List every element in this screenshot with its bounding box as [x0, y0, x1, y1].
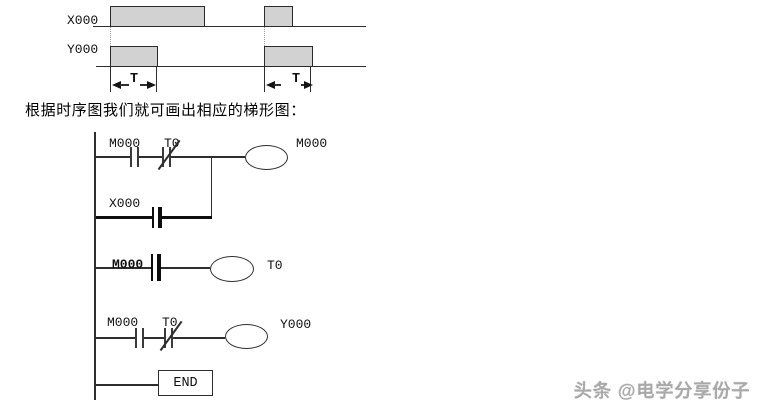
- t2-right-arrow-icon: [304, 81, 313, 89]
- x-pulse-1: [110, 6, 205, 27]
- heading-text: 根据时序图我们就可画出相应的梯形图：: [25, 102, 306, 119]
- dotted-sync-line-1: [109, 27, 111, 46]
- branch-junction-line: [211, 157, 213, 218]
- x-pulse-2: [264, 6, 293, 27]
- rung3-no-contact-m000: [135, 328, 144, 348]
- rung2-coil-label: T0: [267, 258, 283, 273]
- t1-left-shaft: [120, 84, 129, 86]
- x-signal-baseline: [93, 25, 366, 28]
- rung1-no-contact-m000: [130, 147, 139, 167]
- branch-no-contact-x000: [152, 207, 162, 228]
- end-label: END: [173, 375, 198, 391]
- branch-contact-label: X000: [109, 196, 141, 211]
- t2-left-shaft: [274, 84, 281, 86]
- rung3-coil-label: Y000: [280, 317, 312, 332]
- rung3-contact1-label: M000: [107, 315, 139, 330]
- watermark: 头条 @电学分享份子: [574, 381, 751, 401]
- t1-right-arrow-icon: [147, 81, 156, 89]
- rung2-coil: [210, 256, 254, 282]
- ladder-diagram: M000 T0 M000 X000 M000 T0 M000 T0 Y000 E…: [0, 125, 420, 407]
- t1-right-tick: [156, 67, 158, 92]
- rung3-contact2-label: T0: [162, 315, 178, 330]
- t2-label: T: [292, 72, 301, 87]
- t2-right-shaft: [301, 84, 305, 86]
- x-signal-label: X000: [67, 13, 99, 28]
- t1-left-tick: [109, 67, 111, 92]
- y-signal-label: Y000: [67, 42, 99, 57]
- t1-left-arrow-icon: [112, 81, 121, 89]
- left-power-rail: [94, 132, 96, 400]
- t1-right-shaft: [140, 84, 148, 86]
- rung1-coil: [245, 144, 288, 170]
- rung4-line: [96, 384, 158, 386]
- y-signal-baseline: [96, 65, 366, 68]
- y-pulse-1: [110, 46, 158, 67]
- end-block: END: [158, 370, 213, 396]
- t1-label: T: [130, 72, 139, 87]
- t2-right-tick: [310, 67, 312, 92]
- timing-diagram: X000 Y000 T T: [0, 0, 420, 96]
- t2-left-arrow-icon: [266, 81, 275, 89]
- rung3-line: [96, 337, 225, 339]
- rung2-contact1-label: M000: [112, 257, 144, 272]
- rung2-no-contact-m000: [151, 254, 161, 281]
- t2-left-tick: [263, 67, 265, 92]
- rung1-coil-label: M000: [296, 136, 328, 151]
- dotted-sync-line-2: [263, 27, 265, 46]
- rung3-coil: [225, 323, 268, 349]
- y-pulse-2: [264, 46, 313, 67]
